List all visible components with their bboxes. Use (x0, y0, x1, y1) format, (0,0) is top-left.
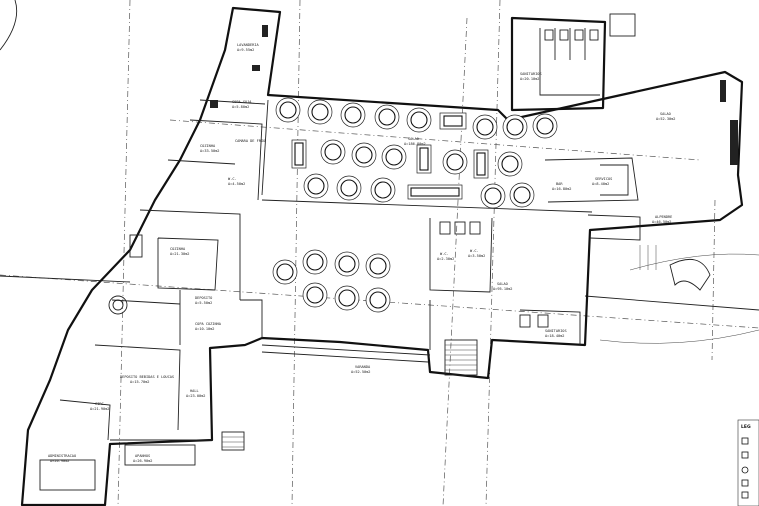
room-label: SANITARIOS (545, 329, 567, 333)
round-table (302, 249, 328, 275)
round-table (365, 253, 391, 279)
round-table (502, 114, 528, 140)
round-table (275, 97, 301, 123)
legend-swatch (741, 451, 749, 459)
room-label: W.C. (228, 177, 237, 181)
rect-table (473, 149, 489, 179)
round-table (303, 173, 329, 199)
room-area: A=8.40m2 (592, 182, 609, 186)
round-table (365, 287, 391, 313)
room-label: BAR (556, 182, 563, 186)
legend-swatch (741, 479, 749, 487)
room-area: A=10.10m2 (195, 327, 214, 331)
room-area: A=21.90m2 (90, 407, 109, 411)
room-label: VARANDA (355, 365, 371, 369)
room-area: A=5.50m2 (195, 301, 212, 305)
room-area: A=20.10m2 (520, 77, 539, 81)
rect-table (291, 139, 307, 169)
room-area: A=20.90m2 (50, 459, 69, 463)
rect-table (416, 144, 432, 174)
room-area: A=16.80m2 (552, 187, 571, 191)
room-area: A=5.80m2 (232, 105, 249, 109)
room-label: SERVICOS (595, 177, 612, 181)
room-label: SANITARIOS (520, 72, 542, 76)
room-area: A=4.50m2 (228, 182, 245, 186)
room-area: A=33.50m2 (200, 149, 219, 153)
room-area: A=26.90m2 (133, 459, 152, 463)
round-table (442, 149, 468, 175)
room-area: A=2.30m2 (437, 257, 454, 261)
room-label: APANHOS (135, 454, 150, 458)
room-area: A=46.50m2 (652, 220, 671, 224)
fixtures (39, 13, 636, 491)
round-table (406, 107, 432, 133)
legend-title: LEG (741, 424, 751, 430)
round-table (272, 259, 298, 285)
legend-swatch (741, 437, 749, 445)
round-table (509, 182, 535, 208)
legend: LEG (737, 419, 759, 506)
room-area: A=186.80m2 (404, 142, 426, 146)
room-label: HALL (190, 389, 199, 393)
room-label: W.C. (440, 252, 449, 256)
legend-swatch (741, 491, 749, 499)
room-label: SALAO (660, 112, 671, 116)
room-area: A=18.40m2 (545, 334, 564, 338)
room-label: COPA COZINHA (195, 322, 222, 326)
rect-table (439, 112, 467, 130)
round-table (336, 175, 362, 201)
room-area: A=21.30m2 (170, 252, 189, 256)
round-table (307, 99, 333, 125)
round-table (472, 114, 498, 140)
room-label: COZINHA (200, 144, 216, 148)
room-label: SALAO (408, 137, 419, 141)
round-table (351, 142, 377, 168)
room-area: A=95.10m2 (493, 287, 512, 291)
room-label: ALPENDRE (655, 215, 672, 219)
room-label: W.C. (470, 249, 479, 253)
room-label: COZINHA (170, 247, 186, 251)
rect-table (407, 184, 463, 200)
round-table (532, 113, 558, 139)
room-area: A=3.50m2 (468, 254, 485, 258)
dining-tables (272, 97, 558, 313)
round-table (340, 102, 366, 128)
room-area: A=23.00m2 (186, 394, 205, 398)
stair-block (221, 245, 711, 451)
round-table (334, 251, 360, 277)
room-labels: LAVANDERIA A=9.55m2 COPA SUJA A=5.80m2 C… (48, 43, 675, 463)
room-label: DEPOSITO BEBIDAS E LOUCAS (120, 375, 174, 379)
room-label: CIRC. (95, 402, 106, 406)
room-label: CAMARA DE FRIO (235, 139, 265, 143)
round-table (480, 183, 506, 209)
round-table (334, 285, 360, 311)
round-table (370, 177, 396, 203)
legend-swatch (741, 466, 749, 474)
round-table (497, 151, 523, 177)
round-table (374, 104, 400, 130)
room-label: DEPOSITO (195, 296, 212, 300)
building-outline (20, 6, 744, 506)
round-table (320, 139, 346, 165)
room-label: COPA SUJA (232, 100, 252, 104)
room-area: A=9.55m2 (237, 48, 254, 52)
round-table (302, 282, 328, 308)
room-label: LAVANDERIA (237, 43, 259, 47)
room-area: A=52.50m2 (351, 370, 370, 374)
room-label: ADMINISTRACAO (48, 454, 76, 458)
round-table (381, 144, 407, 170)
room-area: A=15.70m2 (130, 380, 149, 384)
room-area: A=52.30m2 (656, 117, 675, 121)
room-label: SALAO (497, 282, 508, 286)
